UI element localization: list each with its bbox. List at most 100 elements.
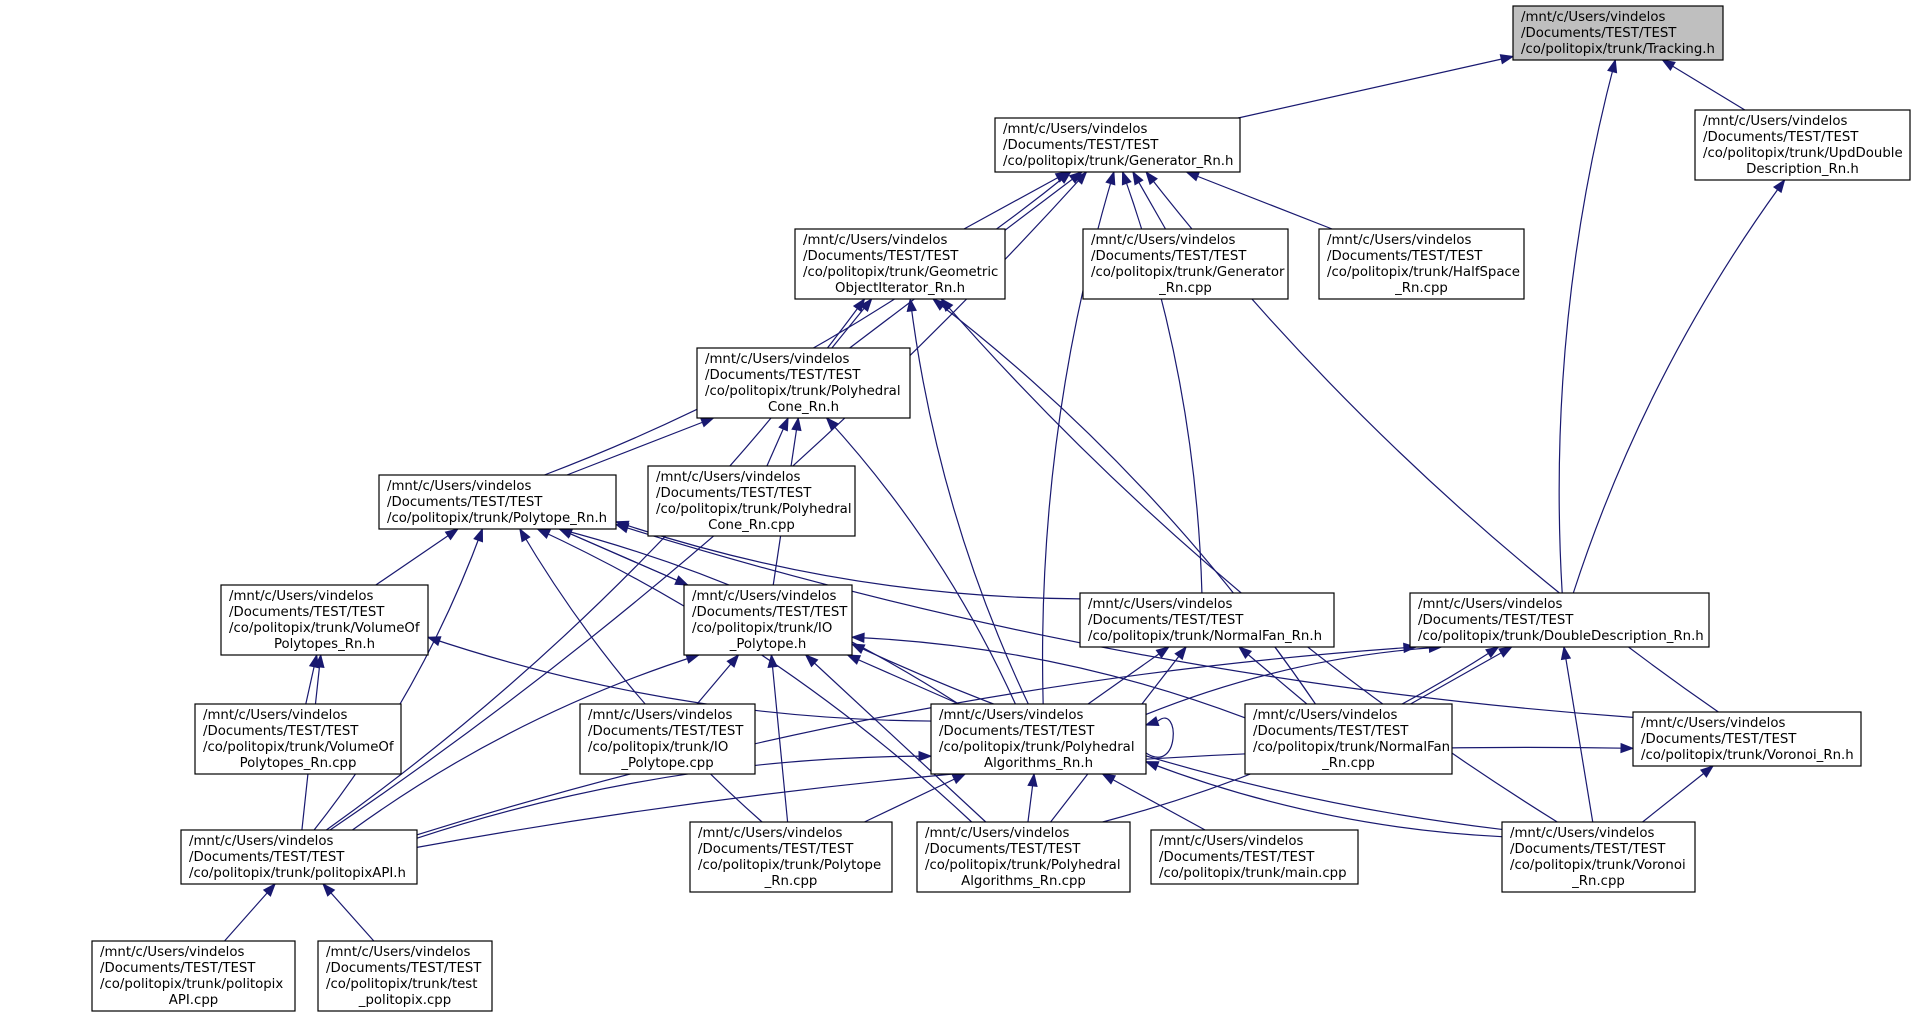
edge-arrowhead-api_h--api_cpp: [262, 882, 277, 897]
node-box-halfspace-cpp: [1318, 228, 1525, 300]
node-voronoi-h[interactable]: /mnt/c/Users/vindelos/Documents/TEST/TES…: [1632, 711, 1862, 767]
node-label-line: /mnt/c/Users/vindelos: [1418, 597, 1563, 612]
node-box-volume-h: [220, 584, 429, 656]
node-polycone-cpp[interactable]: /mnt/c/Users/vindelos/Documents/TEST/TES…: [647, 465, 856, 537]
node-label-line: /Documents/TEST/TEST: [1253, 724, 1409, 739]
nodes-layer: /mnt/c/Users/vindelos/Documents/TEST/TES…: [91, 5, 1911, 1012]
edge-arrowhead-geomiter_h--normalfan_cpp: [931, 298, 947, 311]
edge-arrowhead-geomiter_h--polycone_h: [859, 297, 873, 312]
edge-normalfan_h--polyalg_h: [1087, 646, 1170, 705]
node-label-line: /co/politopix/trunk/UpdDouble: [1703, 146, 1903, 161]
node-polyalg-h[interactable]: /mnt/c/Users/vindelos/Documents/TEST/TES…: [930, 703, 1147, 775]
node-label-line: /Documents/TEST/TEST: [100, 961, 256, 976]
node-volume-cpp[interactable]: /mnt/c/Users/vindelos/Documents/TEST/TES…: [194, 703, 402, 775]
node-geomiter-h[interactable]: /mnt/c/Users/vindelos/Documents/TEST/TES…: [794, 228, 1006, 300]
node-label-line: /Documents/TEST/TEST: [1521, 26, 1677, 41]
edge-arrowhead-generator_rn_h--voronoi_h: [1145, 170, 1158, 186]
node-normalfan-h[interactable]: /mnt/c/Users/vindelos/Documents/TEST/TES…: [1079, 592, 1335, 648]
node-polycone-h[interactable]: /mnt/c/Users/vindelos/Documents/TEST/TES…: [696, 347, 911, 419]
node-polytope-h[interactable]: /mnt/c/Users/vindelos/Documents/TEST/TES…: [378, 474, 617, 530]
node-label-line: Algorithms_Rn.h: [984, 756, 1093, 771]
node-label-line: /co/politopix/trunk/Polytope: [698, 858, 881, 873]
node-label-line: /mnt/c/Users/vindelos: [100, 945, 245, 960]
node-label-line: /co/politopix/trunk/IO: [692, 621, 832, 636]
edge-arrowhead-api_h--test_cpp: [322, 882, 336, 897]
node-label-line: _Rn.cpp: [764, 874, 818, 889]
node-label-line: /Documents/TEST/TEST: [1091, 249, 1247, 264]
node-generator-rn-h[interactable]: /mnt/c/Users/vindelos/Documents/TEST/TES…: [994, 117, 1241, 173]
node-label-line: Algorithms_Rn.cpp: [961, 874, 1086, 889]
node-label-line: /co/politopix/trunk/Polyhedral: [939, 740, 1135, 755]
edge-arrowhead-generator_rn_h--generator_cpp: [1132, 170, 1144, 186]
node-label-line: /co/politopix/trunk/Polytope_Rn.h: [387, 511, 607, 526]
edge-generator_rn_h--normalfan_h: [1122, 171, 1203, 594]
node-io-cpp[interactable]: /mnt/c/Users/vindelos/Documents/TEST/TES…: [579, 703, 756, 775]
node-label-line: /mnt/c/Users/vindelos: [229, 589, 374, 604]
edge-arrowhead-generator_rn_h--polyalg_h: [1105, 170, 1116, 186]
node-box-upddouble-h: [1694, 109, 1911, 181]
node-polytope-cpp[interactable]: /mnt/c/Users/vindelos/Documents/TEST/TES…: [689, 821, 893, 893]
node-label-line: /mnt/c/Users/vindelos: [1091, 233, 1236, 248]
node-normalfan-cpp[interactable]: /mnt/c/Users/vindelos/Documents/TEST/TES…: [1244, 703, 1453, 775]
node-tracking-h[interactable]: /mnt/c/Users/vindelos/Documents/TEST/TES…: [1512, 5, 1724, 61]
edge-io_h--polytope_h: [559, 528, 689, 586]
edge-polyalg_h--api_h: [416, 755, 932, 839]
node-label-line: /Documents/TEST/TEST: [1159, 850, 1315, 865]
node-halfspace-cpp[interactable]: /mnt/c/Users/vindelos/Documents/TEST/TES…: [1318, 228, 1525, 300]
edge-volume_h--polyalg_h: [427, 636, 932, 722]
node-volume-h[interactable]: /mnt/c/Users/vindelos/Documents/TEST/TES…: [220, 584, 429, 656]
node-main-cpp[interactable]: /mnt/c/Users/vindelos/Documents/TEST/TES…: [1150, 829, 1359, 885]
node-label-line: /Documents/TEST/TEST: [1327, 249, 1483, 264]
node-box-tracking-h: [1512, 5, 1724, 61]
node-label-line: /mnt/c/Users/vindelos: [1253, 708, 1398, 723]
edge-arrowhead-polycone_h--polytope_h: [699, 417, 715, 428]
node-voronoi-cpp[interactable]: /mnt/c/Users/vindelos/Documents/TEST/TES…: [1501, 821, 1696, 893]
node-box-polytope-h: [378, 474, 617, 530]
edge-generator_rn_h--halfspace_cpp: [1186, 171, 1333, 230]
edge-polycone_h--polytope_h: [566, 417, 714, 476]
edge-arrowhead-polycone_h--io_h: [791, 416, 802, 432]
edge-io_h--voronoi_cpp: [851, 643, 1503, 831]
edge-polyalg_h--polyalg_h: [1145, 717, 1174, 758]
node-api-h[interactable]: /mnt/c/Users/vindelos/Documents/TEST/TES…: [180, 829, 418, 885]
node-doubledesc-h[interactable]: /mnt/c/Users/vindelos/Documents/TEST/TES…: [1409, 592, 1710, 648]
edge-generator_rn_h--geomiter_h: [963, 171, 1069, 230]
edge-arrowhead-io_h--voronoi_cpp: [850, 643, 866, 654]
node-label-line: /mnt/c/Users/vindelos: [1003, 122, 1148, 137]
edge-arrowhead-polyalg_h--polyalg_h: [1144, 716, 1160, 727]
node-generator-cpp[interactable]: /mnt/c/Users/vindelos/Documents/TEST/TES…: [1082, 228, 1289, 300]
node-label-line: /mnt/c/Users/vindelos: [1327, 233, 1472, 248]
edge-io_h--normalfan_cpp: [851, 636, 1246, 719]
edge-arrowhead-normalfan_h--normalfan_cpp: [1238, 646, 1253, 660]
edge-arrowhead-generator_rn_h--polytope_h: [1057, 171, 1072, 184]
node-polyalg-cpp[interactable]: /mnt/c/Users/vindelos/Documents/TEST/TES…: [916, 821, 1131, 893]
node-label-line: /co/politopix/trunk/HalfSpace: [1327, 265, 1520, 280]
edge-arrowhead-io_h--api_h: [685, 653, 701, 664]
edge-doubledesc_h--voronoi_cpp: [1563, 646, 1594, 823]
edge-io_h--polyalg_h: [847, 654, 960, 705]
node-label-line: /mnt/c/Users/vindelos: [588, 708, 733, 723]
node-label-line: /co/politopix/trunk/DoubleDescription_Rn…: [1418, 629, 1704, 644]
node-api-cpp[interactable]: /mnt/c/Users/vindelos/Documents/TEST/TES…: [91, 940, 296, 1012]
node-label-line: /mnt/c/Users/vindelos: [189, 834, 334, 849]
edge-arrowhead-generator_rn_h--halfspace_cpp: [1185, 171, 1201, 182]
node-io-h[interactable]: /mnt/c/Users/vindelos/Documents/TEST/TES…: [683, 584, 853, 656]
node-label-line: /co/politopix/trunk/VolumeOf: [229, 621, 420, 636]
node-label-line: /Documents/TEST/TEST: [229, 605, 385, 620]
node-box-test-cpp: [317, 940, 493, 1012]
node-test-cpp[interactable]: /mnt/c/Users/vindelos/Documents/TEST/TES…: [317, 940, 493, 1012]
node-label-line: /Documents/TEST/TEST: [1703, 130, 1859, 145]
edge-polytope_h--voronoi_h: [615, 523, 1634, 718]
node-box-volume-cpp: [194, 703, 402, 775]
edge-tracking_h--doubledesc_h: [1558, 59, 1616, 594]
node-label-line: /Documents/TEST/TEST: [698, 842, 854, 857]
node-label-line: Polytopes_Rn.h: [274, 637, 375, 652]
edge-arrowhead-normalfan_h--polyalg_h: [1155, 646, 1170, 659]
node-upddouble-h[interactable]: /mnt/c/Users/vindelos/Documents/TEST/TES…: [1694, 109, 1911, 181]
node-label-line: /mnt/c/Users/vindelos: [1088, 597, 1233, 612]
node-label-line: _Polytope.cpp: [620, 756, 713, 771]
node-label-line: /co/politopix/trunk/Voronoi: [1510, 858, 1686, 873]
edge-arrowhead-tracking_h--doubledesc_h: [1607, 58, 1618, 74]
node-label-line: /mnt/c/Users/vindelos: [705, 352, 850, 367]
